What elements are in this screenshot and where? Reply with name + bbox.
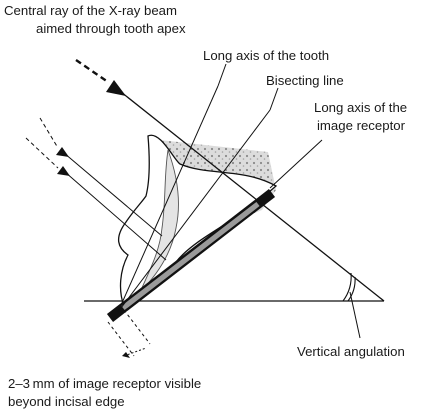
- leader-vertical-angulation: [349, 291, 361, 339]
- label-vertical-angulation: Vertical angulation: [297, 344, 405, 359]
- receptor-margin-dash-2: [123, 309, 151, 345]
- label-central-ray-1: Central ray of the X-ray beam: [4, 3, 177, 18]
- label-long-axis-receptor-2: image receptor: [317, 118, 406, 133]
- vertical-angulation-arc: [347, 276, 356, 302]
- bisecting-line: [117, 109, 271, 313]
- receptor-margin-dash-1: [107, 321, 135, 357]
- leader-receptor: [269, 139, 323, 189]
- label-bisecting-line: Bisecting line: [266, 73, 344, 88]
- label-receptor-visible-1: 2–3 mm of image receptor visible: [8, 376, 201, 391]
- beam-ray-upper: [63, 152, 163, 237]
- tooth-long-axis-line: [117, 85, 219, 313]
- image-receptor-core: [121, 201, 260, 311]
- receptor-margin-arrow: [122, 352, 130, 358]
- label-long-axis-receptor-1: Long axis of the: [314, 100, 407, 115]
- leader-long-axis: [217, 63, 227, 87]
- beam-ray-lower-dashed: [25, 137, 59, 169]
- vertical-angulation-arc-2: [342, 272, 352, 302]
- central-ray-dashed: [75, 59, 109, 83]
- label-receptor-visible-2: beyond incisal edge: [8, 394, 125, 409]
- beam-ray-lower: [64, 171, 167, 261]
- label-central-ray-2: aimed through tooth apex: [36, 21, 186, 36]
- label-long-axis-tooth: Long axis of the tooth: [203, 48, 329, 63]
- beam-ray-upper-dashed: [39, 117, 59, 149]
- leader-bisecting: [269, 87, 279, 111]
- central-ray-line: [115, 87, 385, 302]
